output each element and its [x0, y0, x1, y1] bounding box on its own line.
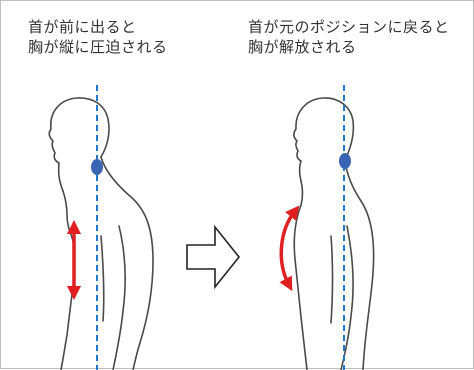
right-head-outline [293, 97, 355, 182]
left-head-outline [48, 97, 110, 192]
left-caption-line1: 首が前に出ると [28, 18, 137, 36]
right-arm-inner [330, 235, 334, 324]
right-figure [293, 97, 375, 370]
right-caption-line1: 首が元のポジションに戻ると [248, 18, 450, 36]
left-neck-dot [91, 159, 103, 175]
left-figure [48, 97, 154, 370]
right-release-arrow [279, 205, 300, 292]
right-back-outline [344, 160, 375, 370]
right-front-outline [293, 180, 308, 370]
right-arm-outline [340, 225, 354, 370]
left-arm-inner [100, 235, 105, 322]
right-caption: 首が元のポジションに戻ると 胸が解放される [248, 17, 450, 57]
right-caption-line2: 胸が解放される [248, 38, 357, 56]
left-caption: 首が前に出ると 胸が縦に圧迫される [28, 17, 168, 57]
left-back-outline [100, 156, 154, 370]
left-arm-outline [112, 225, 126, 370]
left-caption-line2: 胸が縦に圧迫される [28, 38, 168, 56]
transition-arrow-icon [186, 224, 241, 290]
right-neck-dot [339, 153, 351, 169]
